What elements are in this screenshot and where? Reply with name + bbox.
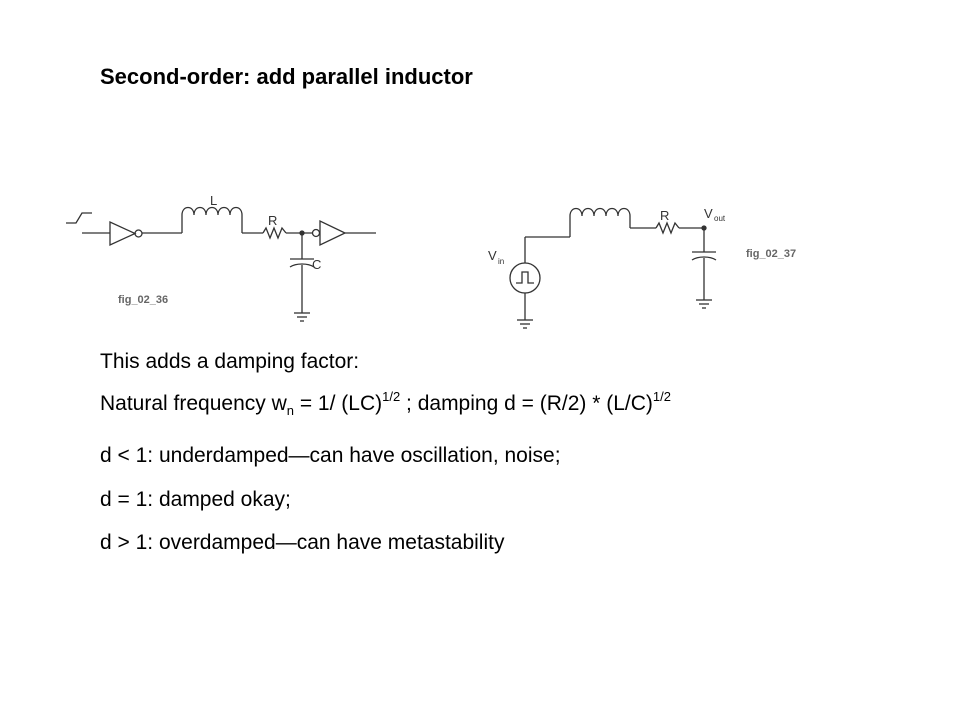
label-C: C — [312, 257, 321, 272]
formula-part3: ; damping d = (R/2) * (L/C) — [400, 392, 653, 415]
ground-symbol-source — [517, 319, 533, 329]
label-R-left: R — [268, 213, 277, 228]
case-damped: d = 1: damped okay; — [100, 488, 291, 511]
label-vin: V — [488, 248, 497, 263]
formula-exp1: 1/2 — [382, 389, 401, 404]
formula-exp2: 1/2 — [652, 389, 671, 404]
slide-title: Second-order: add parallel inductor — [100, 64, 473, 89]
label-R-right: R — [660, 208, 669, 223]
label-vout: V — [704, 206, 713, 221]
inverter-gate — [109, 220, 137, 247]
step-input-symbol — [66, 212, 92, 224]
case-underdamped: d < 1: underdamped—can have oscillation,… — [100, 444, 561, 467]
formula-line: Natural frequency wn = 1/ (LC)1/2 ; damp… — [100, 390, 671, 417]
inductor-L — [181, 206, 243, 216]
inductor-right — [569, 207, 631, 217]
formula-part2: = 1/ (LC) — [294, 392, 383, 415]
label-vout-sub: out — [714, 214, 726, 223]
figure-label-right: fig_02_37 — [746, 248, 797, 260]
resistor-R — [262, 226, 287, 240]
intro-line: This adds a damping factor: — [100, 350, 360, 373]
circuit-diagram-left: L R C — [60, 185, 390, 335]
ground-symbol-right — [696, 299, 712, 309]
buffer-gate — [319, 219, 347, 247]
figure-label-left: fig_02_36 — [118, 294, 169, 306]
label-L: L — [210, 193, 217, 208]
ground-symbol-left — [294, 312, 310, 322]
label-vin-sub: in — [498, 257, 504, 266]
circuit-diagram-right: R V out V in — [478, 190, 748, 340]
formula-part1: Natural frequency w — [100, 392, 287, 415]
resistor-right — [655, 221, 680, 235]
formula-sub-n: n — [286, 403, 294, 418]
case-overdamped: d > 1: overdamped—can have metastability — [100, 531, 505, 554]
voltage-source — [509, 262, 541, 294]
